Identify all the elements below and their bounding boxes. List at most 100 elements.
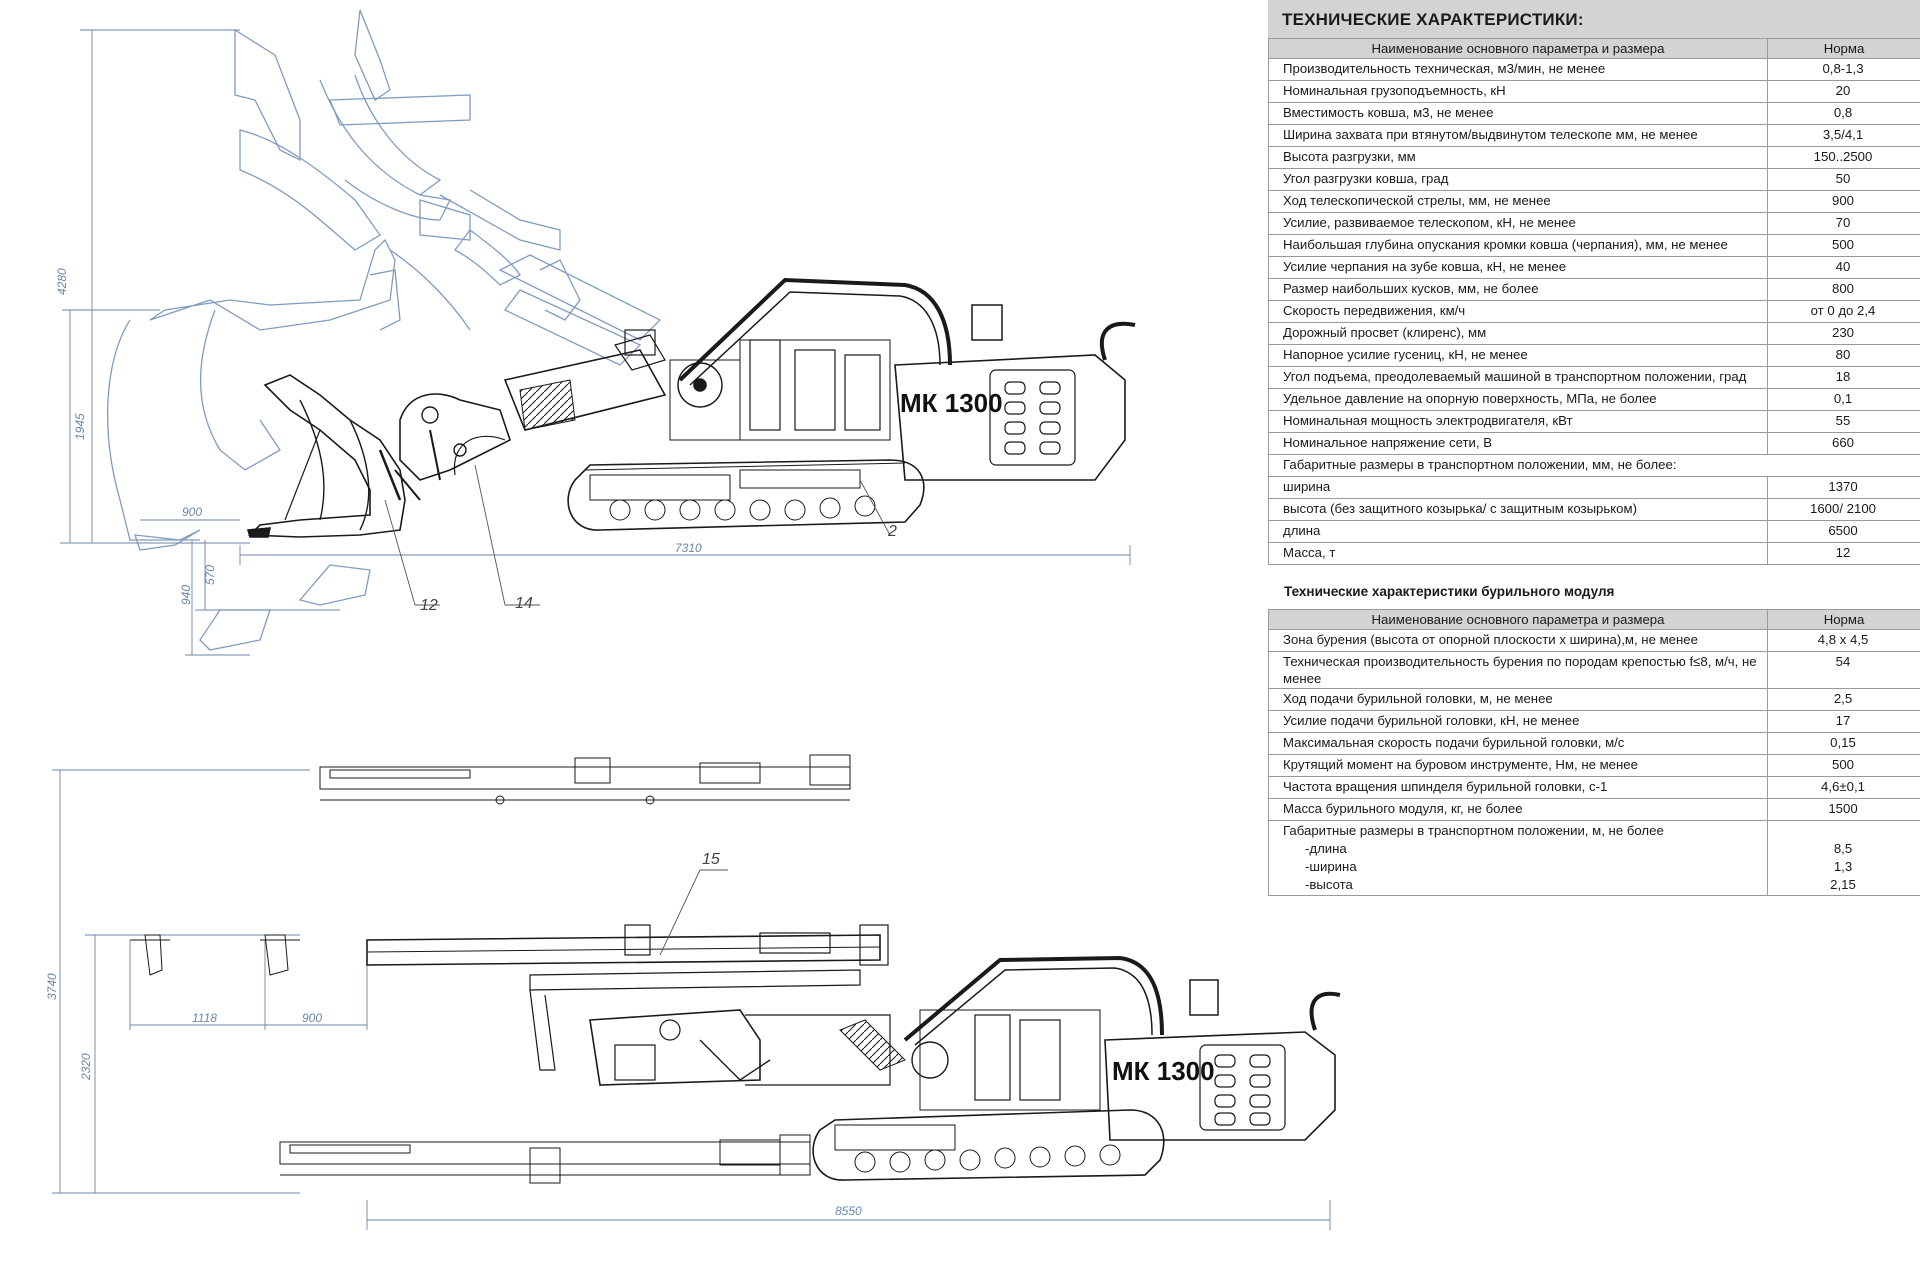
spec-value: 1500 bbox=[1767, 798, 1920, 821]
spec-param: Удельное давление на опорную поверхность… bbox=[1268, 388, 1768, 411]
spec-param: Масса, т bbox=[1268, 542, 1768, 565]
spec-param: Номинальное напряжение сети, В bbox=[1268, 432, 1768, 455]
drill-spec-table: Наименование основного параметра и разме… bbox=[1268, 609, 1920, 896]
spec-param: Ход телескопической стрелы, мм, не менее bbox=[1268, 190, 1768, 213]
spec-header-value: Норма bbox=[1767, 38, 1920, 59]
spec-param: Техническая производительность бурения п… bbox=[1268, 651, 1768, 689]
spec-param: Дорожный просвет (клиренс), мм bbox=[1268, 322, 1768, 345]
spec-value: 1600/ 2100 bbox=[1767, 498, 1920, 521]
spec-header-row: Наименование основного параметра и разме… bbox=[1268, 38, 1920, 59]
table-row: Производительность техническая, м3/мин, … bbox=[1268, 58, 1920, 81]
spec-title: ТЕХНИЧЕСКИЕ ХАРАКТЕРИСТИКИ: bbox=[1268, 0, 1920, 38]
drill-vent-panel bbox=[1199, 1044, 1286, 1131]
drill-spec-body: Зона бурения (высота от опорной плоскост… bbox=[1268, 629, 1920, 896]
table-row: Частота вращения шпинделя бурильной голо… bbox=[1268, 776, 1920, 799]
roll-cage bbox=[678, 277, 952, 382]
dimension-labels: 4280 1945 900 7310 570 940 bbox=[55, 268, 702, 605]
spec-value: 3,5/4,1 bbox=[1767, 124, 1920, 147]
drill-mast-plan-bottom bbox=[279, 1134, 811, 1184]
callout-15-leader bbox=[659, 869, 728, 956]
spec-param: Наибольшая глубина опускания кромки ковш… bbox=[1268, 234, 1768, 257]
drill-ghost-positions bbox=[130, 934, 300, 976]
dim-940: 940 bbox=[179, 585, 193, 605]
drill-view: 3740 2320 1118 900 8550 bbox=[45, 754, 1341, 1230]
spec-param: Скорость передвижения, км/ч bbox=[1268, 300, 1768, 323]
dim-1118: 1118 bbox=[192, 1011, 217, 1025]
spec-value: 0,15 bbox=[1767, 732, 1920, 755]
spec-param: Производительность техническая, м3/мин, … bbox=[1268, 58, 1768, 81]
spec-param: Усилие черпания на зубе ковша, кН, не ме… bbox=[1268, 256, 1768, 279]
table-row: Ход подачи бурильной головки, м, не мене… bbox=[1268, 688, 1920, 711]
drill-track-rollers bbox=[854, 1144, 1121, 1173]
vent-panel bbox=[989, 369, 1076, 466]
callout-14: 14 bbox=[515, 595, 533, 612]
table-row: Усилие подачи бурильной головки, кН, не … bbox=[1268, 710, 1920, 733]
spec-value: 900 bbox=[1767, 190, 1920, 213]
dim-2320: 2320 bbox=[79, 1053, 93, 1081]
crawler-track bbox=[567, 459, 925, 531]
bucket-ghost-positions bbox=[107, 9, 662, 651]
dim-570: 570 bbox=[203, 565, 217, 585]
spec-param: Напорное усилие гусениц, кН, не менее bbox=[1268, 344, 1768, 367]
table-row: Ширина захвата при втянутом/выдвинутом т… bbox=[1268, 124, 1920, 147]
spec-panel: ТЕХНИЧЕСКИЕ ХАРАКТЕРИСТИКИ: Наименование… bbox=[1268, 0, 1920, 896]
drill-dims-params: Габаритные размеры в транспортном положе… bbox=[1268, 820, 1768, 896]
spec-value: 6500 bbox=[1767, 520, 1920, 543]
spec-value: 0,8-1,3 bbox=[1767, 58, 1920, 81]
table-row: Максимальная скорость подачи бурильной г… bbox=[1268, 732, 1920, 755]
drill-mast-plan-top bbox=[319, 754, 851, 805]
spec-value: 12 bbox=[1767, 542, 1920, 565]
spec-value: 4,6±0,1 bbox=[1767, 776, 1920, 799]
drill-spec-header-value: Норма bbox=[1767, 609, 1920, 630]
spec-value: от 0 до 2,4 bbox=[1767, 300, 1920, 323]
spec-param: ширина bbox=[1268, 476, 1768, 499]
spec-value: 50 bbox=[1767, 168, 1920, 191]
spec-param: Угол разгрузки ковша, град bbox=[1268, 168, 1768, 191]
table-row: высота (без защитного козырька/ с защитн… bbox=[1268, 498, 1920, 521]
spec-value: 0,8 bbox=[1767, 102, 1920, 125]
spec-value: 660 bbox=[1767, 432, 1920, 455]
table-row: Номинальная мощность электродвигателя, к… bbox=[1268, 410, 1920, 433]
spec-param: Вместимость ковша, м3, не менее bbox=[1268, 102, 1768, 125]
spec-value: 55 bbox=[1767, 410, 1920, 433]
spec-param: Усилие, развиваемое телескопом, кН, не м… bbox=[1268, 212, 1768, 235]
drill-dim-param: -длина bbox=[1305, 841, 1347, 856]
spec-param: Ширина захвата при втянутом/выдвинутом т… bbox=[1268, 124, 1768, 147]
loader-machine bbox=[246, 277, 1136, 538]
dimension-lines-bottom bbox=[52, 769, 1331, 1230]
dimension-lines bbox=[60, 29, 1131, 656]
spec-param: Размер наибольших кусков, мм, не более bbox=[1268, 278, 1768, 301]
drill-spec-title: Технические характеристики бурильного мо… bbox=[1284, 584, 1615, 599]
drill-dims-header: Габаритные размеры в транспортном положе… bbox=[1283, 823, 1664, 838]
spec-value: 20 bbox=[1767, 80, 1920, 103]
dim-900-drill: 900 bbox=[302, 1011, 322, 1025]
table-row: Усилие, развиваемое телескопом, кН, не м… bbox=[1268, 212, 1920, 235]
spec-value: 2,5 bbox=[1767, 688, 1920, 711]
spec-value: 1370 bbox=[1767, 476, 1920, 499]
dim-8550: 8550 bbox=[835, 1204, 862, 1218]
spec-value: 230 bbox=[1767, 322, 1920, 345]
dim-1945: 1945 bbox=[73, 413, 87, 440]
callout-15: 15 bbox=[702, 851, 720, 868]
table-row: Габаритные размеры в транспортном положе… bbox=[1268, 454, 1920, 477]
spec-value: 4,8 х 4,5 bbox=[1767, 629, 1920, 652]
spec-param: Номинальная мощность электродвигателя, к… bbox=[1268, 410, 1768, 433]
drill-dim-value: 8,5 bbox=[1833, 841, 1853, 856]
spec-param: Номинальная грузоподъемность, кН bbox=[1268, 80, 1768, 103]
dim-900-reach: 900 bbox=[182, 505, 202, 519]
table-row: Удельное давление на опорную поверхность… bbox=[1268, 388, 1920, 411]
spec-param: Масса бурильного модуля, кг, не более bbox=[1268, 798, 1768, 821]
spec-value: 0,1 bbox=[1767, 388, 1920, 411]
drill-mast bbox=[366, 934, 881, 966]
table-row: Крутящий момент на буровом инструменте, … bbox=[1268, 754, 1920, 777]
